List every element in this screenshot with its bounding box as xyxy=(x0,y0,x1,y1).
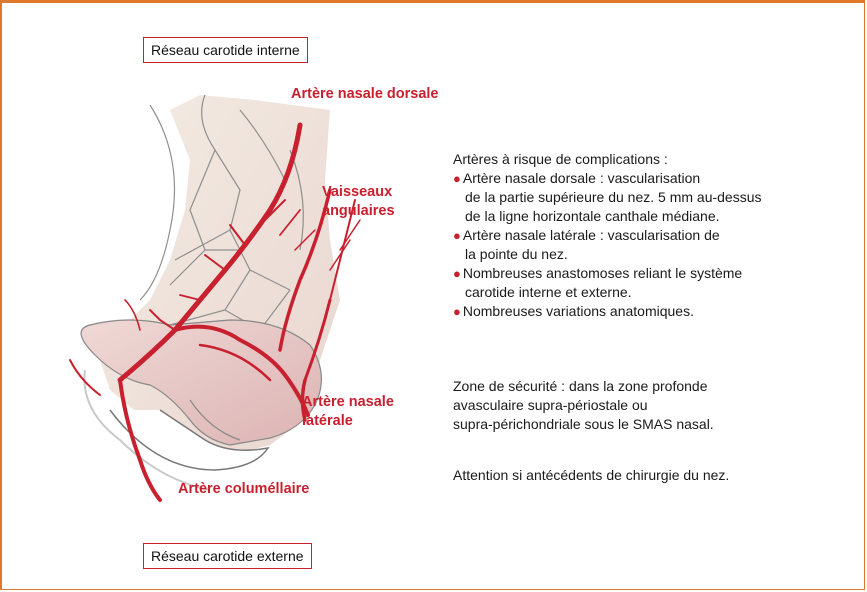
risk-item-line: la pointe du nez. xyxy=(453,245,853,264)
bullet-icon: ● xyxy=(453,171,461,186)
safety-line: Zone de sécurité : dans la zone profonde xyxy=(453,377,853,396)
surgery-warning: Attention si antécédents de chirurgie du… xyxy=(453,466,853,485)
risk-item-line: Nombreuses anastomoses reliant le systèm… xyxy=(463,265,742,281)
risk-item: ●Nombreuses variations anatomiques. xyxy=(453,302,853,321)
safety-line: avasculaire supra-périostale ou xyxy=(453,396,853,415)
safety-zone-section: Zone de sécurité : dans la zone profonde… xyxy=(453,377,853,434)
risk-item-line: Nombreuses variations anatomiques. xyxy=(463,303,694,319)
safety-line: supra-périchondriale sous le SMAS nasal. xyxy=(453,415,853,434)
risk-heading: Artères à risque de complications : xyxy=(453,150,853,169)
risk-item-line: de la ligne horizontale canthale médiane… xyxy=(453,207,853,226)
columellar-artery-label: Artère columéllaire xyxy=(178,480,309,499)
angular-vessels-line1: Vaisseaux xyxy=(322,183,395,202)
risk-item: ●Artère nasale latérale : vascularisatio… xyxy=(453,226,853,264)
bullet-icon: ● xyxy=(453,228,461,243)
lateral-nasal-line2: latérale xyxy=(302,412,394,431)
risk-arteries-section: Artères à risque de complications : ●Art… xyxy=(453,150,853,321)
bullet-icon: ● xyxy=(453,304,461,319)
lateral-nasal-artery-label: Artère nasale latérale xyxy=(302,393,394,431)
angular-vessels-label: Vaisseaux angulaires xyxy=(322,183,395,221)
risk-item-line: Artère nasale dorsale : vascularisation xyxy=(463,170,700,186)
angular-vessels-line2: angulaires xyxy=(322,202,395,221)
external-carotid-network-label: Réseau carotide externe xyxy=(143,543,312,569)
risk-item-line: carotide interne et externe. xyxy=(453,283,853,302)
risk-item-line: Artère nasale latérale : vascularisation… xyxy=(463,227,720,243)
bullet-icon: ● xyxy=(453,266,461,281)
internal-carotid-network-label: Réseau carotide interne xyxy=(143,37,308,63)
risk-item: ●Nombreuses anastomoses reliant le systè… xyxy=(453,264,853,302)
risk-item: ●Artère nasale dorsale : vascularisation… xyxy=(453,169,853,226)
risk-item-line: de la partie supérieure du nez. 5 mm au-… xyxy=(453,188,853,207)
dorsal-nasal-artery-label: Artère nasale dorsale xyxy=(291,85,439,104)
lateral-nasal-line1: Artère nasale xyxy=(302,393,394,412)
